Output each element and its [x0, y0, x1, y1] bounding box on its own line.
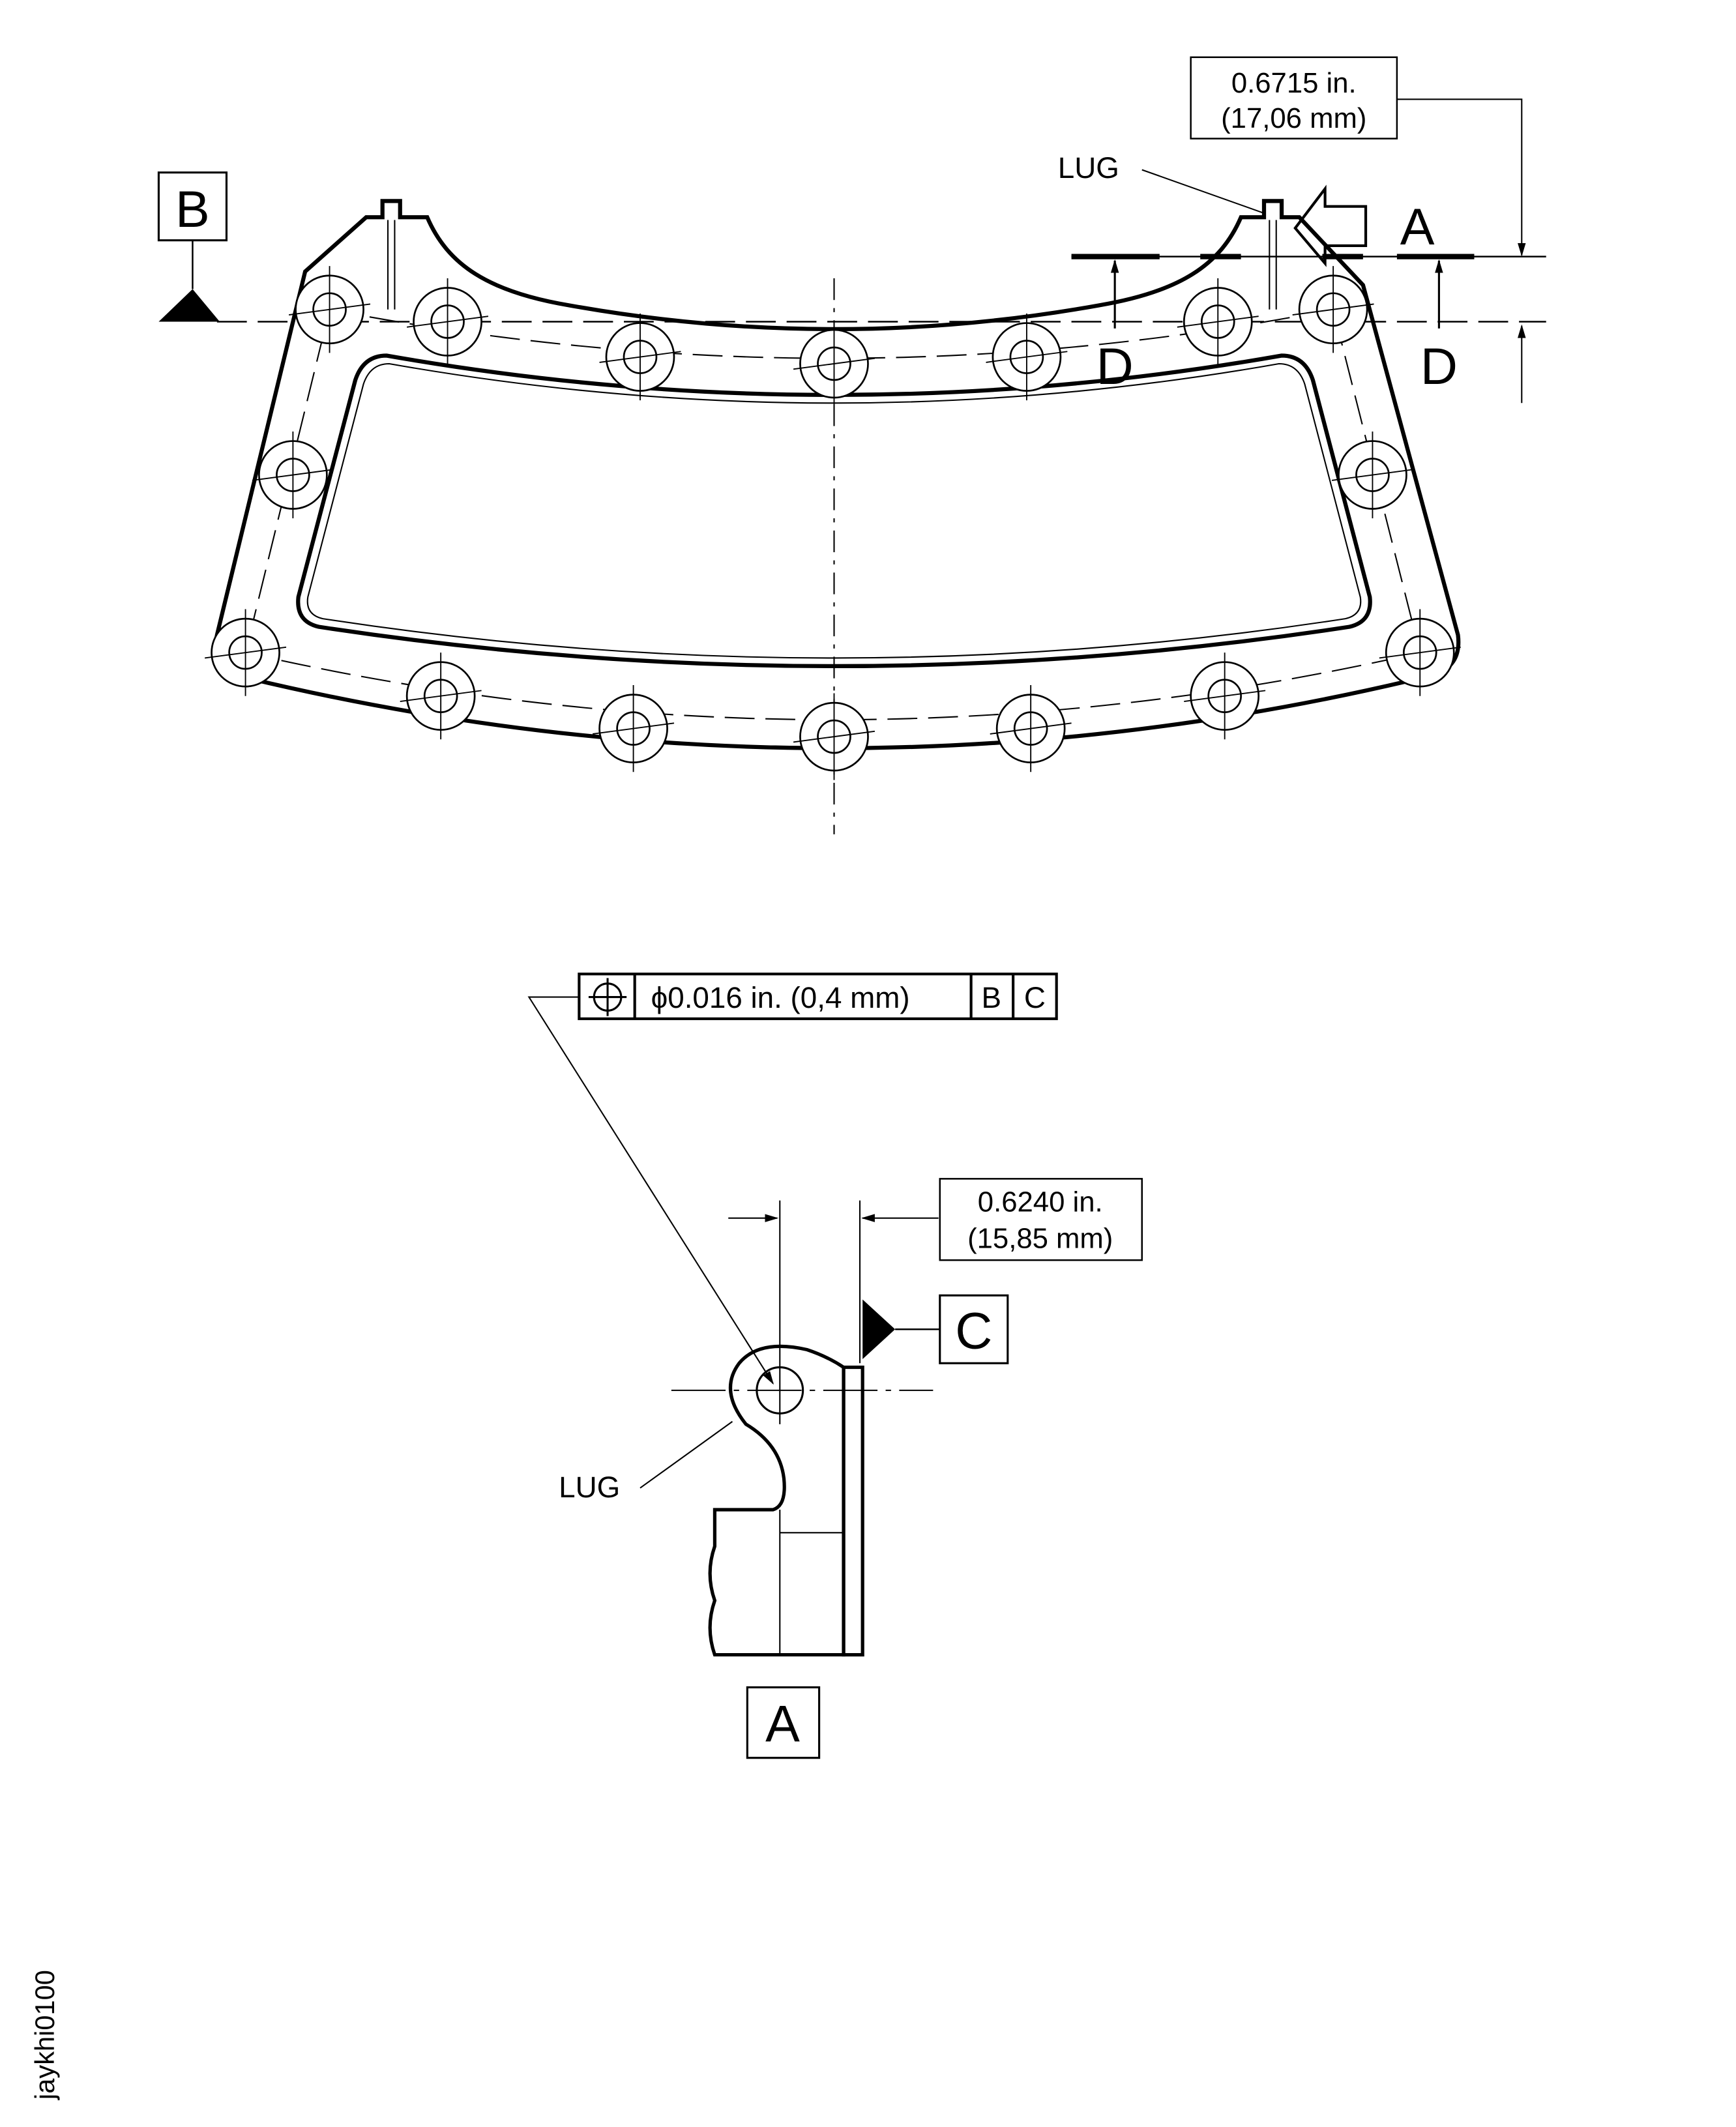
bolt-hole [252, 432, 334, 519]
bolt-hole [289, 266, 371, 353]
bolt-hole [1184, 653, 1266, 740]
view-arrow-icon [1293, 184, 1368, 267]
bolt-hole [793, 320, 875, 407]
bolt-hole [1379, 609, 1461, 696]
dimension-box-detail [939, 1178, 1143, 1261]
dimension-mm-top: (17,06 mm) [1221, 102, 1366, 134]
bolt-hole [205, 609, 287, 696]
feature-control-frame: ϕ0.016 in. (0,4 mm) B C [527, 973, 1058, 1385]
bolt-hole [593, 685, 675, 772]
datum-ref-c: C [1024, 981, 1046, 1014]
frame-outline [213, 199, 1461, 750]
lug-label-detail: LUG [559, 1471, 620, 1504]
figure-id: jaykhi0100 [29, 1970, 60, 2101]
datum-b-label: B [175, 180, 210, 238]
view-a-label: A [1400, 198, 1435, 256]
datum-c-box [939, 1294, 1009, 1364]
frame-top-view: B LUG A D D 0.6715 in. (17,06 mm) [157, 56, 1546, 834]
bolt-hole [990, 685, 1072, 772]
dimension-box-top [1190, 56, 1398, 139]
datum-b-triangle [158, 289, 220, 322]
bolt-hole [1331, 432, 1413, 519]
section-d-left: D [1096, 337, 1134, 395]
detail-view-a: 0.6240 in. (15,85 mm) C LUG A [559, 1178, 1143, 1759]
window-outline [296, 353, 1372, 669]
bolt-hole [1292, 266, 1374, 353]
bolt-hole [986, 314, 1068, 401]
datum-c-triangle [862, 1299, 896, 1360]
bolt-hole [1177, 278, 1259, 366]
lug-detail-outline [708, 1344, 846, 1657]
dimension-mm-detail: (15,85 mm) [967, 1222, 1113, 1254]
datum-ref-b: B [982, 981, 1002, 1014]
view-a-title: A [765, 1695, 800, 1753]
position-icon [588, 978, 627, 1016]
datum-c-label: C [955, 1301, 992, 1359]
bolt-hole [793, 693, 875, 780]
lug-label-top: LUG [1058, 151, 1119, 184]
tolerance-value: ϕ0.016 in. (0,4 mm) [651, 981, 910, 1014]
dimension-in-top: 0.6715 in. [1231, 67, 1357, 99]
bolt-hole [599, 314, 681, 401]
view-a-box [746, 1686, 821, 1759]
bolt-holes [205, 266, 1461, 780]
section-d-right: D [1420, 337, 1458, 395]
dimension-in-detail: 0.6240 in. [978, 1186, 1103, 1218]
bolt-hole [400, 653, 482, 740]
bolt-hole [407, 278, 489, 366]
